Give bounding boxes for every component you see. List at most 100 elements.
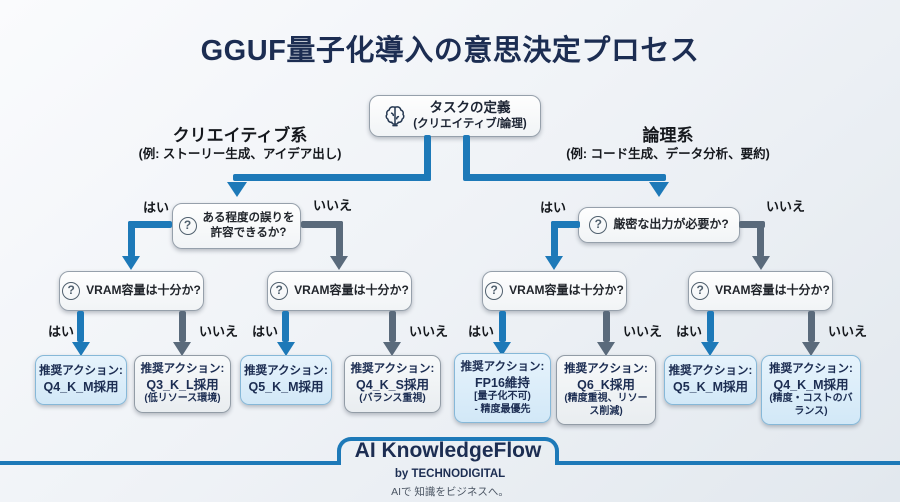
footer-rule-right	[559, 461, 900, 465]
label-yes-vram2: はい	[252, 324, 279, 339]
action-heading: 推奨アクション:	[350, 363, 435, 375]
branch-heading-creative: クリエイティブ系 (例: ストーリー生成、アイデア出し)	[110, 126, 370, 163]
label-yes-vram1: はい	[48, 324, 75, 339]
action-value: Q5_K_M採用	[672, 380, 749, 395]
connector-root-left-stub	[424, 135, 431, 181]
action-value: Q4_K_M採用	[773, 377, 849, 392]
arrow-to-vram-1	[122, 256, 140, 270]
connector-creative-yes-v	[128, 221, 135, 257]
branch-creative-name: クリエイティブ系	[172, 126, 308, 145]
arrow-to-vram-3	[545, 256, 563, 270]
question-icon: ?	[270, 282, 289, 300]
branch-logic-example: (例: コード生成、データ分析、要約)	[566, 147, 770, 162]
label-yes-vram3: はい	[468, 324, 495, 339]
branch-creative-example: (例: ストーリー生成、アイデア出し)	[138, 147, 342, 162]
arrow-to-action-4	[383, 342, 401, 356]
vram-node-1: ? VRAM容量は十分か?	[59, 271, 204, 311]
connector-creative-no-h	[301, 221, 343, 228]
action-value: Q6_K採用	[577, 377, 635, 392]
connector-vram4-no	[808, 311, 815, 342]
vram-question-text: VRAM容量は十分か?	[715, 283, 830, 298]
page-title: GGUF量子化導入の意思決定プロセス	[200, 35, 700, 67]
arrow-to-action-6	[597, 342, 615, 356]
root-node-title: タスクの定義	[429, 100, 511, 116]
action-note: [量子化不可) - 精度最優先	[474, 391, 531, 415]
connector-vram3-no	[603, 311, 610, 342]
question-node-creative: ? ある程度の誤りを 許容できるか?	[172, 203, 301, 249]
vram-node-4: ? VRAM容量は十分か?	[688, 271, 833, 311]
action-node-3: 推奨アクション: Q5_K_M採用	[240, 355, 332, 405]
question-icon: ?	[62, 282, 81, 300]
connector-vram4-yes	[707, 311, 714, 342]
arrow-to-vram-4	[752, 256, 770, 270]
connector-logic-yes-v	[551, 221, 558, 257]
vram-node-3: ? VRAM容量は十分か?	[482, 271, 627, 311]
arrow-to-action-8	[802, 342, 820, 356]
action-note: (低リソース環境)	[144, 393, 221, 405]
footer-tagline: AIで 知識をビジネスへ。	[391, 486, 509, 498]
connector-root-right-stub	[463, 135, 470, 181]
action-heading: 推奨アクション:	[564, 363, 648, 375]
action-node-6: 推奨アクション: Q6_K採用 (精度重視、リソース削減)	[556, 355, 656, 426]
action-node-5: 推奨アクション: FP16維持 [量子化不可) - 精度最優先	[454, 353, 551, 424]
action-note: (バランス重視)	[359, 393, 426, 405]
action-value: Q5_K_M採用	[248, 380, 324, 395]
action-heading: 推奨アクション:	[460, 361, 545, 373]
connector-vram2-no	[389, 311, 396, 342]
root-node-subtitle: (クリエイティブ/論理)	[413, 118, 527, 131]
connector-root-logic-run	[466, 174, 666, 181]
question-logic-text: 厳密な出力が必要か?	[613, 217, 729, 232]
arrow-to-vram-2	[330, 256, 348, 270]
arrow-to-action-2	[173, 342, 191, 356]
action-note: (精度重視、リソース削減)	[564, 393, 648, 417]
connector-vram2-yes	[282, 311, 289, 342]
arrow-to-action-5	[493, 342, 511, 356]
connector-logic-yes-h	[551, 221, 580, 228]
root-node-label: タスクの定義 (クリエイティブ/論理)	[413, 100, 526, 131]
action-node-4: 推奨アクション: Q4_K_S採用 (バランス重視)	[344, 355, 441, 413]
question-node-logic: ? 厳密な出力が必要か?	[578, 207, 740, 243]
connector-creative-yes-h	[128, 221, 172, 228]
arrow-to-action-7	[701, 342, 719, 356]
vram-question-text: VRAM容量は十分か?	[509, 283, 624, 298]
action-heading: 推奨アクション:	[39, 365, 123, 378]
label-yes-vram4: はい	[676, 324, 703, 339]
branch-heading-logic: 論理系 (例: コード生成、データ分析、要約)	[528, 126, 808, 163]
connector-vram3-yes	[499, 311, 506, 342]
brain-icon	[383, 104, 407, 128]
connector-vram1-no	[179, 311, 186, 342]
vram-node-2: ? VRAM容量は十分か?	[267, 271, 412, 311]
action-value: FP16維持	[475, 375, 530, 390]
question-icon: ?	[485, 282, 504, 300]
branch-logic-name: 論理系	[642, 126, 694, 145]
question-icon: ?	[178, 217, 197, 235]
connector-logic-no-v	[757, 221, 764, 257]
arrow-to-action-1	[72, 342, 90, 356]
label-no-logic: いいえ	[766, 199, 806, 214]
connector-creative-no-v	[336, 221, 343, 257]
vram-question-text: VRAM容量は十分か?	[294, 283, 409, 298]
question-icon: ?	[589, 216, 608, 234]
action-value: Q4_K_M採用	[43, 380, 119, 395]
action-node-7: 推奨アクション: Q5_K_M採用	[664, 355, 757, 405]
label-yes-logic: はい	[540, 200, 567, 215]
action-value: Q4_K_S採用	[356, 377, 429, 392]
connector-root-creative-run	[233, 174, 431, 181]
action-heading: 推奨アクション:	[769, 363, 853, 375]
question-icon: ?	[691, 282, 710, 300]
arrow-to-action-3	[277, 342, 295, 356]
action-heading: 推奨アクション:	[140, 363, 225, 375]
action-heading: 推奨アクション:	[668, 365, 753, 378]
footer-rule-left	[0, 461, 339, 465]
label-yes-creative: はい	[143, 200, 170, 215]
label-no-vram1: いいえ	[199, 324, 239, 339]
footer-brand: AI KnowledgeFlow	[354, 439, 542, 462]
action-heading: 推奨アクション:	[244, 365, 328, 378]
label-no-vram4: いいえ	[828, 324, 868, 339]
action-value: Q3_K_L採用	[146, 377, 219, 392]
arrow-to-logic-question	[649, 182, 669, 197]
footer-brand-frame	[337, 437, 559, 465]
connector-vram1-yes	[77, 311, 84, 342]
action-node-8: 推奨アクション: Q4_K_M採用 (精度・コストのバランス)	[761, 355, 861, 426]
